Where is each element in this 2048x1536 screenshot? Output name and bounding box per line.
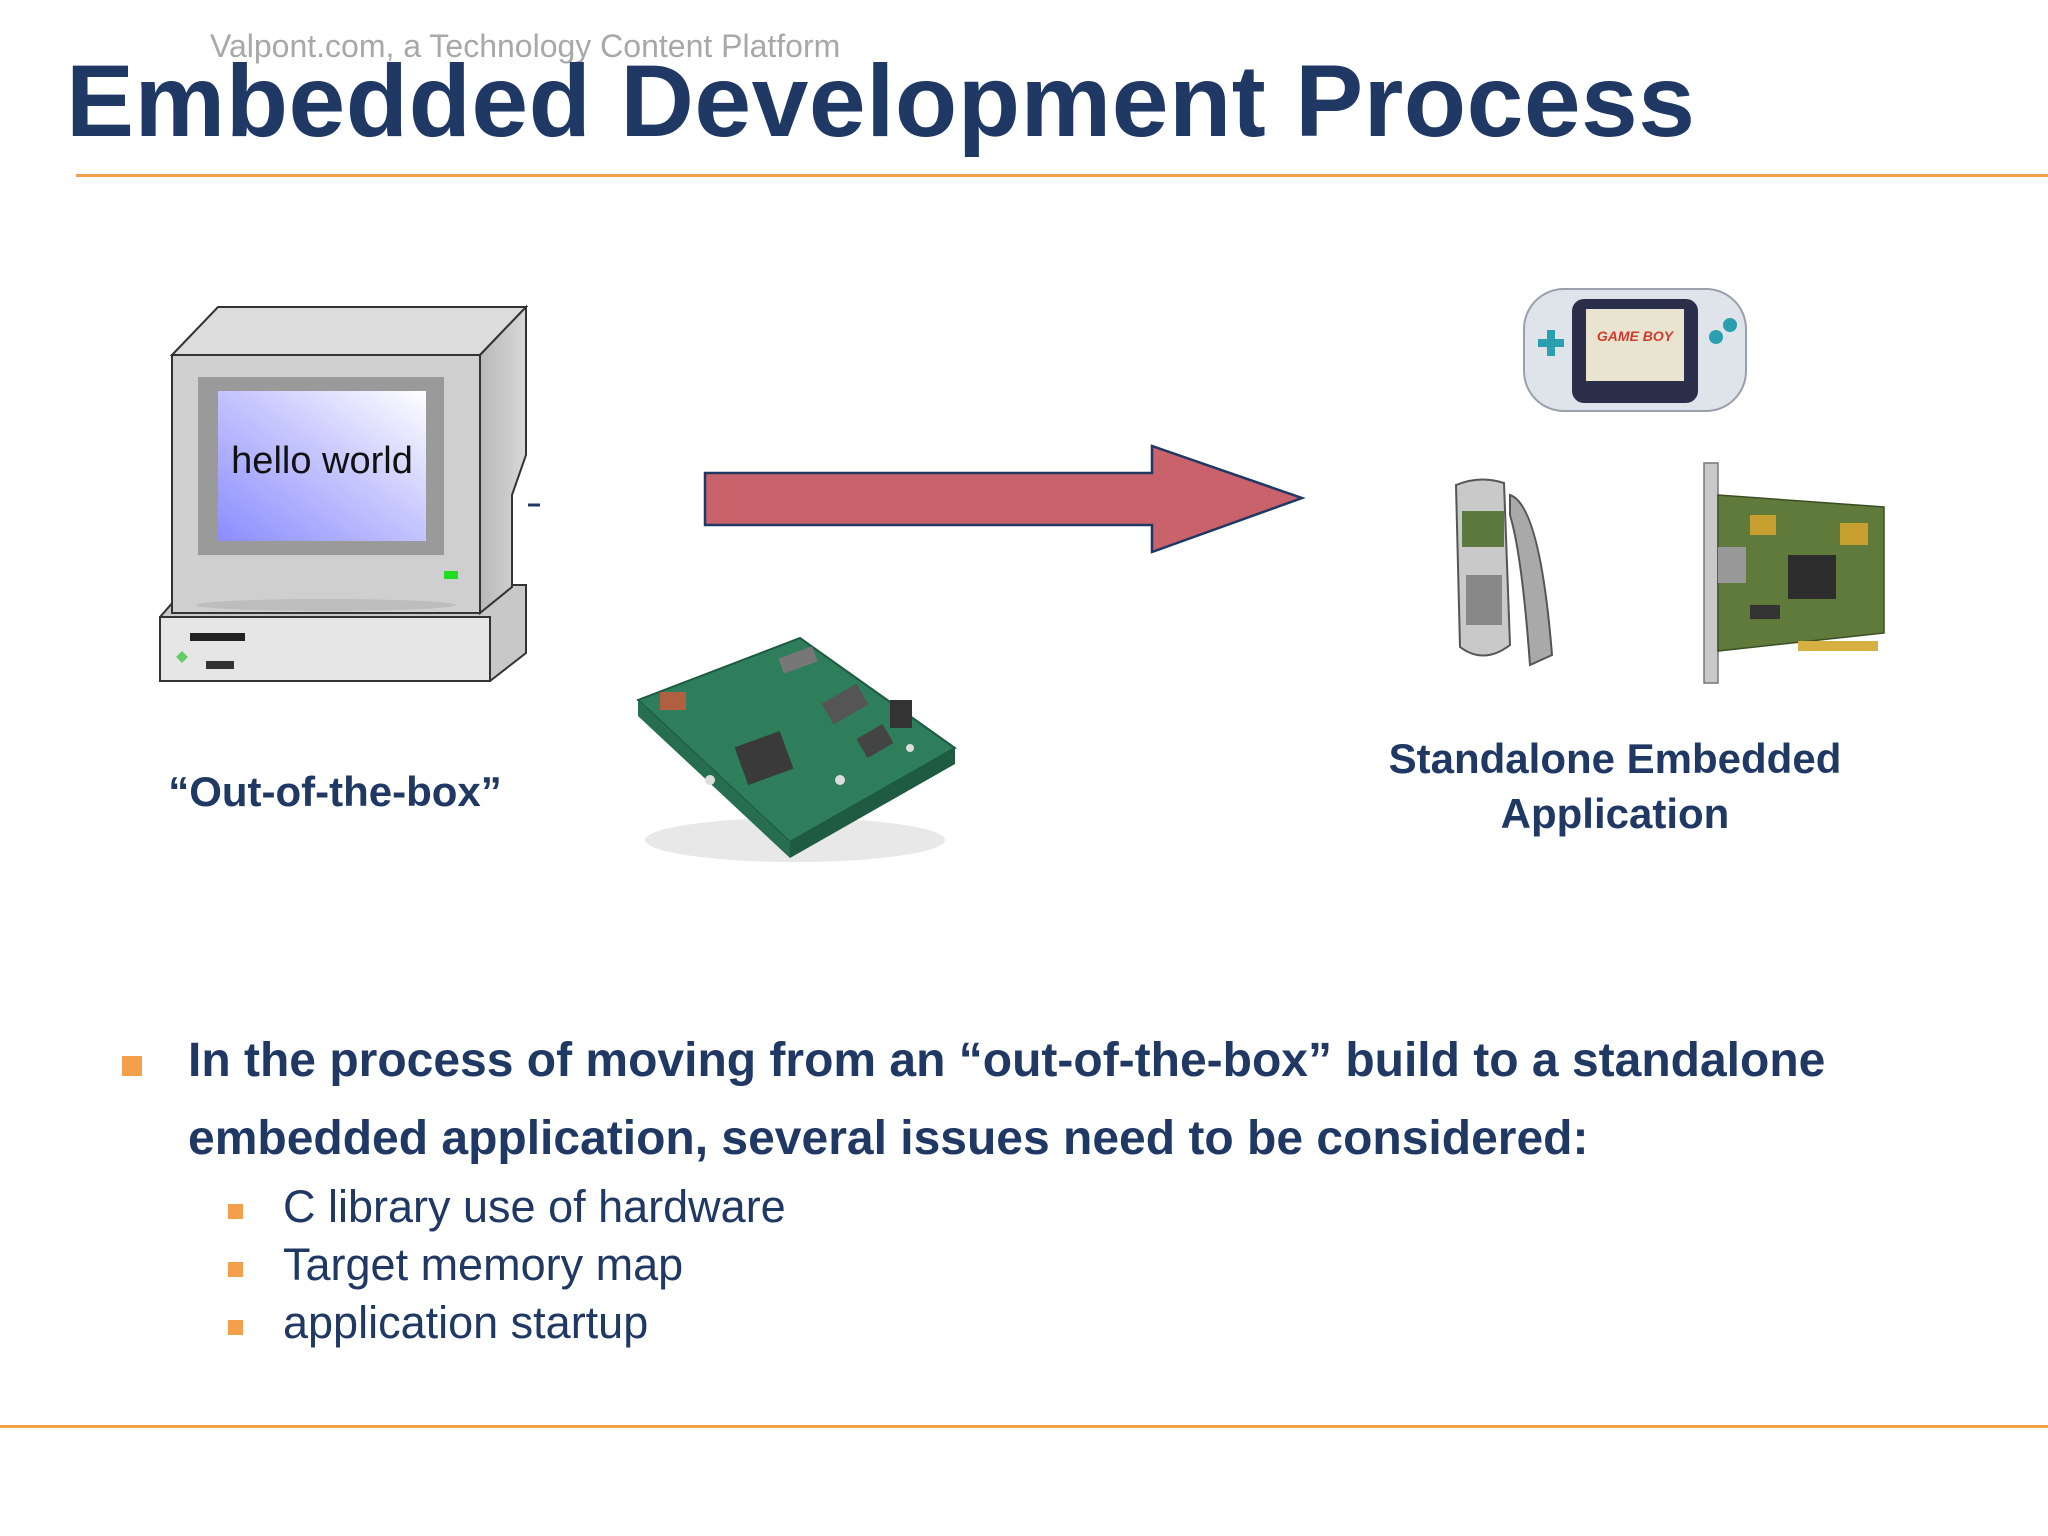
development-board-icon [636, 636, 957, 862]
sub-bullet-text: application startup [283, 1297, 649, 1348]
main-bullet: In the process of moving from an “out-of… [118, 1022, 2018, 1178]
sub-bullet: C library use of hardware [228, 1178, 2018, 1236]
computer-icon [159, 304, 540, 682]
gameboy-icon: GAME BOY [1523, 288, 1747, 412]
sub-bullet: Target memory map [228, 1236, 2018, 1294]
sub-bullet-text: Target memory map [283, 1239, 684, 1290]
bullet-list: In the process of moving from an “out-of… [118, 1022, 2018, 1352]
out-of-the-box-label: “Out-of-the-box” [168, 768, 502, 815]
screen-text: hello world [231, 440, 413, 482]
mobile-phone-icon [1454, 478, 1554, 667]
standalone-application-label: Standalone Embedded Application [1330, 732, 1900, 841]
slide-title: Embedded Development Process [66, 44, 1696, 158]
bullet-marker-icon [228, 1203, 243, 1219]
pci-card-icon [1703, 462, 1885, 684]
top-divider [76, 174, 2048, 177]
standalone-label-line1: Standalone Embedded [1388, 735, 1842, 782]
watermark: Valpont.com, a Technology Content Platfo… [210, 28, 841, 64]
sub-bullet: application startup [228, 1294, 2018, 1352]
sub-bullet-list: C library use of hardware Target memory … [118, 1178, 2018, 1352]
bullet-marker-icon [228, 1261, 243, 1277]
bottom-divider [0, 1425, 2048, 1428]
sub-bullet-text: C library use of hardware [283, 1181, 786, 1232]
process-arrow [703, 444, 1306, 554]
standalone-label-line2: Application [1500, 789, 1730, 837]
bullet-marker-icon [228, 1319, 243, 1335]
gameboy-brand: GAME BOY [1597, 328, 1675, 344]
main-bullet-text: In the process of moving from an “out-of… [188, 1034, 1826, 1165]
bullet-marker-icon [122, 1056, 142, 1076]
